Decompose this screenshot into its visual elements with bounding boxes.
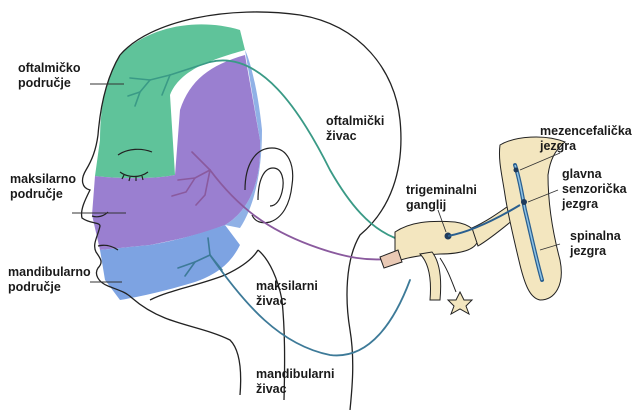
brainstem xyxy=(499,137,565,300)
ganglion-star xyxy=(448,292,472,314)
label-spinal-nucleus: spinalna jezgra xyxy=(569,229,624,258)
label-mandibular-region: mandibularno područje xyxy=(8,265,94,294)
maxillary-entry xyxy=(380,250,402,268)
label-maxillary-region: maksilarno područje xyxy=(10,172,80,201)
mesencephalic-node xyxy=(514,168,519,173)
label-main-sensory-nucleus: glavna senzorička jezgra xyxy=(561,167,630,211)
label-maxillary-nerve: maksilarni živac xyxy=(256,279,321,308)
trigeminal-ganglion xyxy=(395,221,478,262)
label-ophthalmic-region: oftalmičko područje xyxy=(18,61,84,90)
mandibular-root xyxy=(420,252,441,300)
face-regions xyxy=(92,24,262,300)
ear-inner xyxy=(258,168,283,206)
label-mandibular-nerve: mandibularni živac xyxy=(256,367,338,396)
label-mesencephalic-nucleus: mezencefalička jezgra xyxy=(539,124,635,153)
label-ophthalmic-nerve: oftalmički živac xyxy=(326,114,388,143)
mandibular-nerve-trunk xyxy=(210,255,410,355)
label-trigeminal-ganglion: trigeminalni ganglij xyxy=(406,183,480,212)
main-sensory-node xyxy=(521,199,527,205)
small-root xyxy=(440,258,456,292)
